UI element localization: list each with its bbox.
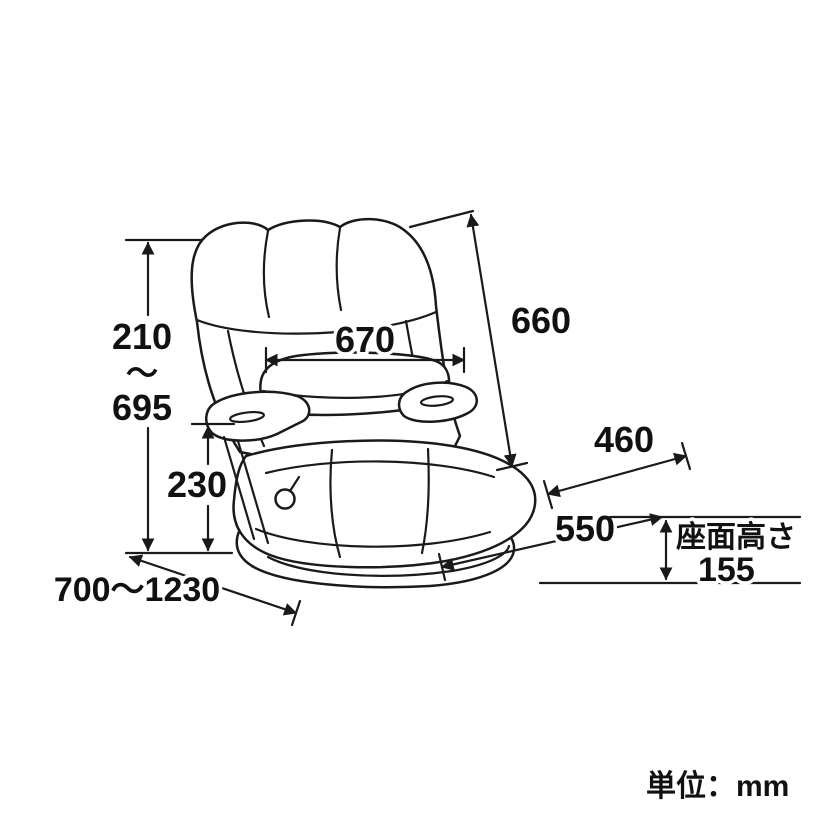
headrest-seam bbox=[195, 310, 438, 335]
armrest-right-groove bbox=[419, 395, 455, 407]
tick-bottom bbox=[495, 461, 529, 472]
lever-stem bbox=[288, 475, 301, 493]
dimension-backrest-width: 670 bbox=[264, 316, 466, 374]
armrest-right bbox=[397, 381, 478, 423]
armrest-left-groove bbox=[229, 410, 265, 424]
dimension-armrest-height: 230 bbox=[163, 422, 236, 552]
dimension-seat-depth: 460 bbox=[542, 416, 692, 510]
lever-knob bbox=[274, 488, 296, 510]
seat-surface-height-label: 155 bbox=[698, 551, 755, 589]
frame-strut-rear bbox=[222, 435, 256, 541]
dimension-line bbox=[466, 213, 517, 468]
seat-surface-label: 座面高さ bbox=[676, 520, 796, 554]
dimension-height-range: 210 〜 695 bbox=[108, 238, 234, 555]
backrest-length-label: 660 bbox=[511, 300, 571, 341]
depth-range-label: 700〜1230 bbox=[54, 571, 220, 609]
dimension-seat-surface-height: 座面高さ 155 bbox=[538, 515, 802, 593]
backrest-width-label: 670 bbox=[335, 319, 395, 360]
dimension-line bbox=[546, 452, 688, 498]
unit-note: 単位：mm bbox=[646, 769, 789, 803]
seat-vertical-seam-left bbox=[329, 448, 342, 559]
dimension-line bbox=[440, 513, 664, 571]
extension-line-headrest bbox=[408, 209, 475, 229]
seat-vertical-seam-right bbox=[420, 447, 430, 555]
armrest-height-label: 230 bbox=[167, 464, 227, 505]
headrest-crease-right bbox=[335, 226, 343, 312]
chair-illustration bbox=[190, 217, 537, 589]
headrest-crease-left bbox=[262, 229, 271, 319]
seat-top-seam bbox=[264, 460, 496, 479]
seat-depth-label: 460 bbox=[594, 419, 654, 460]
dimension-seat-width: 550 bbox=[437, 505, 664, 582]
seat-width-label: 550 bbox=[555, 508, 615, 549]
height-max-label: 695 bbox=[112, 387, 172, 428]
frame-strut-front bbox=[236, 439, 270, 545]
tick-right bbox=[290, 599, 302, 627]
height-min-label: 210 bbox=[112, 316, 172, 357]
dimension-backrest-length: 660 bbox=[408, 209, 575, 472]
height-wave-label: 〜 bbox=[126, 355, 158, 391]
dimension-depth-range: 700〜1230 bbox=[50, 554, 302, 627]
dimension-line bbox=[128, 554, 298, 616]
